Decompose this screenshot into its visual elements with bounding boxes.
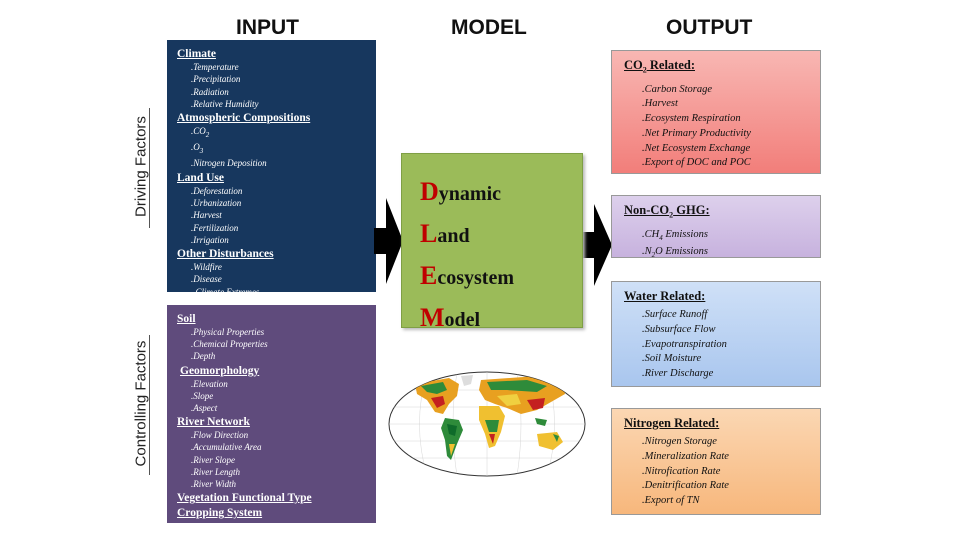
list-item: .Flow Direction [191, 430, 249, 441]
nitrogen-related-heading: Nitrogen Related: [624, 416, 720, 430]
list-item: .Precipitation [191, 74, 241, 85]
list-item: .Fertilization [191, 222, 239, 233]
list-item: .CH4 Emissions [642, 228, 708, 242]
list-item: .Harvest [191, 210, 222, 221]
list-item: .Nitrofication Rate [642, 465, 721, 477]
list-item: .Disease [191, 274, 222, 285]
model-line-dynamic: Dynamic [420, 177, 501, 206]
model-header: MODEL [451, 16, 527, 39]
list-item: .Climate Extremes [191, 286, 260, 297]
water-related-box: Water Related: .Surface Runoff .Subsurfa… [611, 281, 821, 387]
river-network-heading: River Network [177, 416, 250, 429]
list-item: .Relative Humidity [191, 98, 259, 109]
list-item: .Subsurface Flow [642, 323, 716, 335]
non-co2-ghg-box: Non-CO2 GHG: .CH4 Emissions .N2O Emissio… [611, 195, 821, 259]
list-item: .Wildfire [191, 262, 222, 273]
controlling-factors-label: Controlling Factors [132, 340, 150, 467]
climate-heading: Climate [177, 48, 216, 60]
right-arrow-icon [583, 204, 612, 286]
list-item: .Nitrogen Deposition [191, 158, 267, 169]
water-related-heading: Water Related: [624, 289, 706, 303]
list-item: .Carbon Storage [642, 83, 713, 95]
list-item: .Elevation [191, 378, 228, 389]
list-item: .Net Ecosystem Exchange [642, 142, 751, 154]
list-item: .Slope [191, 390, 214, 401]
soil-heading: Soil [177, 313, 196, 325]
list-item: .Surface Runoff [642, 309, 708, 320]
non-co2-ghg-heading: Non-CO2 GHG: [624, 203, 710, 220]
list-item: .River Discharge [642, 368, 714, 380]
input-header: INPUT [236, 16, 299, 39]
geomorphology-heading: Geomorphology [180, 364, 260, 377]
list-item: .Net Primary Productivity [642, 127, 751, 139]
driving-bracket-line [149, 108, 150, 228]
list-item: .Ecosystem Respiration [642, 113, 741, 125]
model-line-model: Model [420, 303, 481, 332]
list-item: .Radiation [191, 86, 229, 97]
output-header: OUTPUT [666, 16, 753, 39]
list-item: .Aspect [191, 403, 218, 414]
controlling-bracket-line [149, 335, 150, 475]
list-item: .Temperature [191, 62, 239, 72]
cropping-system-heading: Cropping System [177, 507, 263, 520]
list-item: .Mineralization Rate [642, 450, 729, 462]
list-item: .N2O Emissions [642, 246, 708, 260]
list-item: .Export of TN [642, 495, 700, 507]
nitrogen-related-box: Nitrogen Related: .Nitrogen Storage .Min… [611, 408, 821, 515]
list-item: .Accumulative Area [191, 442, 262, 453]
list-item: .Chemical Properties [191, 339, 268, 350]
co2-related-heading: CO2 Related: [624, 58, 695, 75]
co2-related-box: CO2 Related: .Carbon Storage .Harvest .E… [611, 50, 821, 174]
list-item: .Physical Properties [191, 327, 265, 337]
model-line-ecosystem: Ecosystem [420, 261, 514, 290]
list-item: .Depth [191, 351, 216, 362]
list-item: .Urbanization [191, 197, 242, 208]
list-item: .O3 [191, 142, 204, 156]
land-use-heading: Land Use [177, 171, 224, 184]
driving-factors-label: Driving Factors [132, 116, 150, 217]
vegetation-type-heading: Vegetation Functional Type [177, 492, 312, 505]
list-item: .Harvest [642, 98, 678, 110]
list-item: .Nitrogen Storage [642, 436, 717, 447]
dlem-model-box: Dynamic Land Ecosystem Model [401, 153, 583, 332]
list-item: .Evapotranspiration [642, 338, 727, 350]
list-item: .Export of DOC and POC [642, 157, 751, 169]
list-item: .CO2 [191, 126, 210, 139]
world-vegetation-map-icon [388, 371, 586, 477]
driving-factors-panel: Climate .Temperature .Precipitation .Rad… [167, 40, 376, 297]
list-item: .River Slope [191, 454, 235, 465]
list-item: .River Length [191, 466, 240, 477]
list-item: .Deforestation [191, 185, 243, 196]
model-line-land: Land [420, 219, 470, 248]
list-item: .Soil Moisture [642, 353, 702, 365]
other-disturbances-heading: Other Disturbances [177, 248, 274, 261]
list-item: .Denitrification Rate [642, 480, 729, 492]
list-item: .River Width [191, 479, 236, 490]
list-item: .Irrigation [191, 234, 229, 245]
controlling-factors-panel: Soil .Physical Properties .Chemical Prop… [167, 305, 376, 523]
atmospheric-heading: Atmospheric Compositions [177, 112, 311, 125]
right-arrow-icon [374, 198, 403, 284]
